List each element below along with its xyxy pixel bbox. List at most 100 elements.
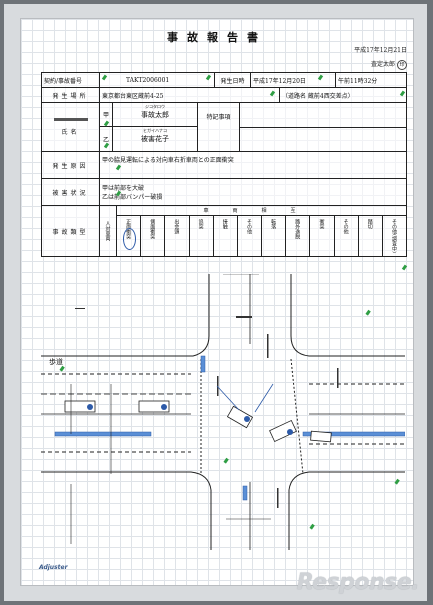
trajectory-a [216, 385, 240, 411]
party-names: ジコタロウ 事故太郎 ヒガイハナコ 被害花子 [113, 103, 198, 151]
car-1-marker [87, 404, 93, 410]
type-option-label: 追突 [197, 219, 204, 229]
trajectory-b [254, 383, 274, 413]
contract-number[interactable]: TAKT2006001 [100, 73, 215, 87]
damage-line-1: 甲は前部を大破 [102, 185, 145, 192]
type-group-label: 車両相互 [117, 206, 406, 216]
type-grid: 車両相互 正面衝突側面衝突 出会頭 追突 接触 その他 転落 路外逸脱 衝突 その他 踏切 その他(… [117, 206, 406, 256]
party-label-cell: 氏名 [42, 103, 100, 151]
place-label: 発生場所 [42, 88, 100, 102]
sidewalk-label: 歩道 [49, 357, 63, 366]
document-viewer-page: 事故報告書 平成17年12月21日 査定太郎印 契約/事故番号 TAKT2006… [4, 4, 427, 601]
damage-value[interactable]: 甲は前部を大破 乙は前部バンパー破損 [100, 179, 406, 205]
party-a-tag: 甲 [100, 103, 112, 127]
seal-stamp: 印 [397, 60, 407, 70]
type-option-label: その他 [342, 219, 349, 234]
type-option-label: 路外逸脱 [294, 219, 301, 239]
row-contract: 契約/事故番号 TAKT2006001 発生日時 平成17年12月20日 午前1… [42, 73, 406, 88]
type-option[interactable]: その他 [335, 216, 359, 256]
party-b-block[interactable]: ヒガイハナコ 被害花子 [113, 127, 197, 151]
party-a-name: 事故太郎 [141, 111, 169, 119]
road-edge-nw [41, 274, 210, 357]
road-edge-sw [41, 471, 212, 550]
type-option[interactable]: その他 [238, 216, 263, 256]
row-parties: 氏名 甲 乙 ジコタロウ 事故太郎 ヒガイハナコ 被害花子 特記事項 [42, 103, 406, 152]
response-watermark: Response. [296, 570, 420, 595]
row-damage: 被害状況 甲は前部を大破 乙は前部バンパー破損 [42, 179, 406, 206]
type-option-label: 転落 [270, 219, 277, 229]
party-tags: 甲 乙 [100, 103, 113, 151]
selected-circle-mark [122, 228, 136, 250]
adjuster-brand: Adjuster [39, 564, 68, 571]
type-option[interactable]: 踏切 [359, 216, 383, 256]
redaction-bar [53, 118, 88, 121]
type-label: 事故類型 [42, 206, 100, 256]
signer-name: 査定太郎 [370, 61, 395, 68]
place-note[interactable]: （道路名 蔵前4西交差点） [282, 92, 354, 100]
damage-line-2: 乙は前部バンパー破損 [102, 194, 163, 201]
row-accident-type: 事故類型 人対車両 車両相互 正面衝突側面衝突 出会頭 追突 接触 その他 転落 路外逸脱 衝… [42, 206, 406, 256]
type-option[interactable]: その他(調査中) [383, 216, 406, 256]
signal-pole-e [337, 368, 339, 388]
vehicle-b-marker [287, 429, 293, 435]
occurred-date[interactable]: 平成17年12月20日 [251, 73, 336, 87]
party-b-kana: ヒガイハナコ [143, 128, 167, 134]
occurred-label: 発生日時 [215, 73, 251, 87]
party-b-name: 被害花子 [141, 135, 169, 144]
parked-car-1 [64, 400, 96, 413]
special-notes[interactable] [240, 103, 406, 151]
row-cause: 発生原因 甲の脇見運転による対向車右折車両との正面衝突 [42, 152, 406, 179]
type-option-label: 側面衝突 [149, 219, 156, 239]
type-option[interactable]: 正面衝突 [117, 216, 142, 256]
type-option[interactable]: 衝突 [310, 216, 335, 256]
road-edge-ne [290, 274, 405, 357]
report-title: 事故報告書 [167, 31, 267, 44]
party-a-kana: ジコタロウ [145, 104, 165, 109]
type-option-label: 接触 [221, 219, 228, 229]
occurred-time[interactable]: 午前11時32分 [338, 77, 378, 85]
median-bar-n [200, 355, 206, 373]
party-a-block[interactable]: ジコタロウ 事故太郎 [113, 103, 197, 128]
type-option-label: 衝突 [318, 219, 325, 229]
cause-value[interactable]: 甲の脇見運転による対向車右折車両との正面衝突 [102, 157, 234, 164]
moving-car-e [310, 430, 332, 443]
place-value[interactable]: 東京都台東区蔵前4-25 [100, 88, 280, 102]
median-bar-e [302, 431, 405, 437]
type-option[interactable]: 追突 [190, 216, 214, 256]
signal-pole-w [217, 376, 219, 396]
type-option[interactable]: 転落 [262, 216, 287, 256]
type-option[interactable]: 側面衝突 [141, 216, 166, 256]
median-bar-s [242, 485, 248, 501]
type-option-label: 踏切 [366, 219, 373, 229]
vehicle-a-marker [244, 416, 250, 422]
type-option[interactable]: 接触 [214, 216, 238, 256]
contract-label: 契約/事故番号 [42, 73, 100, 87]
type-person-vehicle[interactable]: 人対車両 [100, 206, 117, 256]
report-signer: 査定太郎印 [371, 59, 407, 70]
accident-report-sheet: 事故報告書 平成17年12月21日 査定太郎印 契約/事故番号 TAKT2006… [20, 18, 414, 586]
type-option-label: その他(調査中) [390, 219, 397, 253]
report-form-table: 契約/事故番号 TAKT2006001 発生日時 平成17年12月20日 午前1… [41, 72, 407, 257]
accident-scene-diagram: 歩道 [41, 274, 405, 550]
type-option-label: 出会頭 [173, 219, 180, 234]
type-option[interactable]: 出会頭 [165, 216, 190, 256]
type-option-label: その他 [245, 219, 252, 234]
road-edge-se [288, 471, 405, 550]
special-label: 特記事項 [198, 103, 240, 151]
signal-pole-n [267, 334, 269, 358]
type-option[interactable]: 路外逸脱 [286, 216, 311, 256]
cause-label: 発生原因 [42, 152, 100, 178]
edit-marker[interactable] [401, 264, 408, 271]
row-place: 発生場所 東京都台東区蔵前4-25 （道路名 蔵前4西交差点） [42, 88, 406, 103]
crosswalk-e [290, 358, 304, 475]
party-label: 氏名 [61, 129, 80, 136]
stop-line-n [236, 316, 252, 318]
car-2-marker [161, 404, 167, 410]
parked-car-2 [138, 400, 170, 413]
vehicle-a [226, 405, 254, 429]
type-columns: 正面衝突側面衝突 出会頭 追突 接触 その他 転落 路外逸脱 衝突 その他 踏切 その他(調査中) [117, 216, 406, 256]
report-date: 平成17年12月21日 [354, 47, 407, 54]
median-bar-w [54, 431, 152, 437]
party-b-tag: 乙 [102, 136, 109, 144]
signal-pole-s [277, 488, 279, 508]
